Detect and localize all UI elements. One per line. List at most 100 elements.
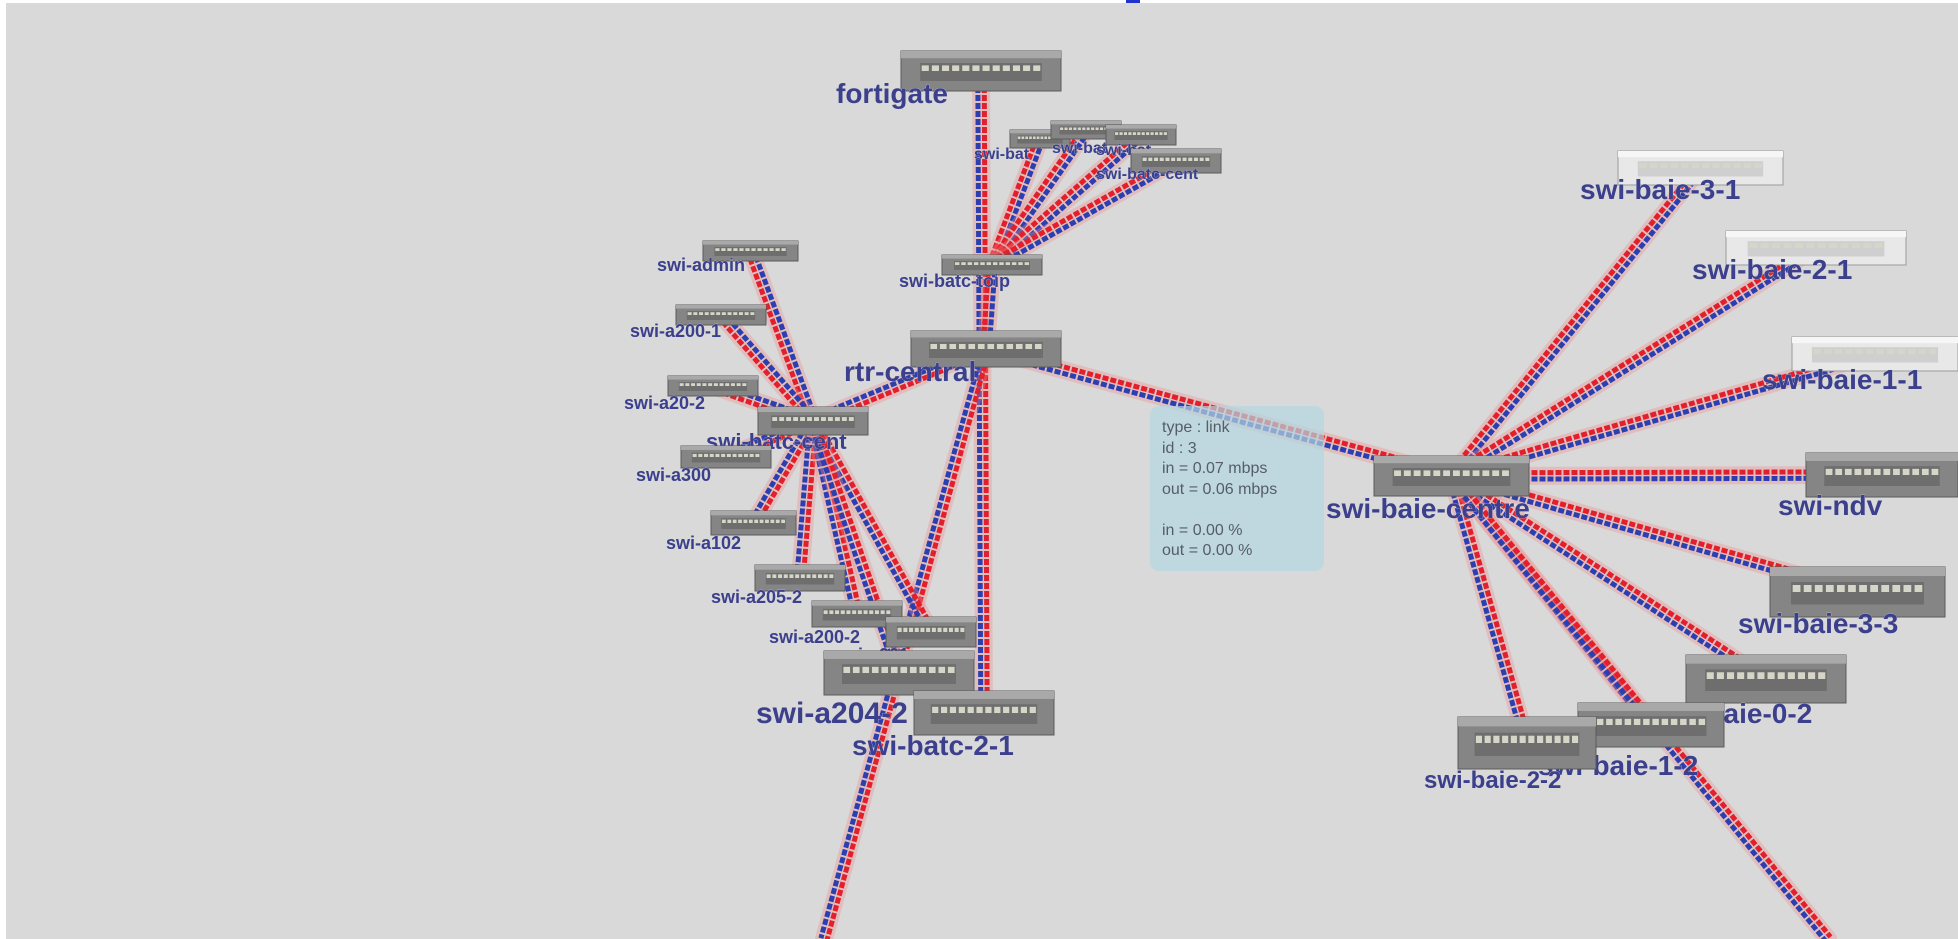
link-glow — [744, 412, 822, 532]
switch-port — [1572, 735, 1579, 743]
switch-port — [1855, 349, 1863, 354]
switch-port — [685, 383, 690, 386]
switch-port — [1897, 349, 1905, 354]
switch-port — [932, 706, 939, 713]
switch-port — [1881, 585, 1890, 592]
switch-node-swi-baie-2-1[interactable]: swi-baie-2-1 — [1692, 230, 1907, 285]
switch-port-panel — [1059, 126, 1113, 135]
switch-port — [840, 610, 845, 614]
switch-port — [757, 248, 762, 251]
switch-port — [1829, 243, 1838, 248]
link-out-line — [1447, 164, 1700, 476]
switch-port — [1876, 349, 1884, 354]
switch-label: swi-batc-2-1 — [852, 730, 1014, 761]
switch-port — [725, 383, 730, 386]
switch-port — [1814, 585, 1823, 592]
link-in-line — [807, 421, 857, 616]
switch-port — [980, 262, 985, 265]
switch-node-swi-bat-1[interactable]: swi-bat — [974, 129, 1071, 163]
switch-top-face — [901, 51, 1061, 59]
switch-node-swi-ndv[interactable]: swi-ndv — [1778, 452, 1958, 521]
switch-port — [749, 453, 754, 457]
switch-node-rtr-central[interactable]: rtr-central — [844, 330, 1062, 387]
link-swi-baie-cent-swi-baie-2-2[interactable] — [1442, 467, 1536, 752]
switch-port — [698, 453, 703, 457]
switch-port — [693, 312, 698, 315]
switch-node-swi-baie-1-1[interactable]: swi-baie-1-1 — [1762, 336, 1958, 395]
link-swi-baie-cent-swi-baie-3-1[interactable] — [1442, 159, 1710, 485]
link-glow — [1442, 467, 1536, 752]
switch-node-swi-baie-2-2[interactable]: swi-baie-2-2 — [1424, 716, 1597, 794]
switch-port — [943, 627, 948, 632]
link-swi-batc-toip-swi-batc-cent[interactable] — [983, 152, 1185, 274]
switch-port — [1032, 136, 1036, 139]
switch-top-face — [1106, 125, 1176, 129]
switch-port — [1864, 468, 1871, 475]
switch-top-face — [1578, 703, 1724, 711]
switch-node-swi-batc-toip[interactable]: swi-batc-toip — [899, 254, 1043, 291]
switch-node-swi-a205-2[interactable]: swi-a205-2 — [711, 564, 846, 607]
switch-node-swi-a102[interactable]: swi-a102 — [666, 510, 797, 553]
link-swi-baie-cent-swi-baie-0-2[interactable] — [1442, 467, 1775, 688]
switch-port — [765, 519, 769, 523]
switch-port — [721, 312, 726, 315]
link-swi-baie-cent-swi-baie-2-1[interactable] — [1442, 239, 1825, 485]
switch-port — [1873, 468, 1881, 475]
tooltip-out-percent: out = 0.00 % — [1162, 542, 1253, 559]
switch-port — [738, 453, 743, 457]
switch-port — [1835, 468, 1843, 475]
tooltip-id: id : 3 — [1162, 439, 1197, 457]
switch-label: swi-baie-3-3 — [1738, 608, 1898, 639]
link-swi-batc-cent2-swi-a200-1[interactable] — [712, 306, 822, 430]
switch-node-swi-baie-3-1[interactable]: swi-baie-3-1 — [1580, 150, 1784, 205]
switch-port — [1931, 468, 1939, 475]
switch-node-swi-batc-2-1[interactable]: swi-batc-2-1 — [852, 690, 1055, 761]
switch-port — [1012, 65, 1021, 71]
switch-port — [1698, 718, 1706, 725]
switch-node-swi-a300[interactable]: swi-a300 — [636, 445, 772, 485]
switch-port-panel — [771, 415, 855, 428]
switch-port — [1845, 349, 1853, 354]
switch-port — [1115, 132, 1119, 135]
switch-node-swi-a20-2[interactable]: swi-a20-2 — [624, 375, 759, 413]
switch-port — [1767, 672, 1775, 679]
switch-port — [1716, 672, 1724, 679]
switch-port — [1825, 468, 1833, 475]
switch-port — [786, 417, 792, 421]
switch-node-swi-a204-2[interactable]: swi-a204-2 — [756, 650, 975, 730]
switch-node-swi-batc-cent[interactable]: swi-batc-cent — [1096, 148, 1222, 183]
switch-node-swi-bat-3[interactable]: swi-bat — [1096, 124, 1177, 159]
switch-port — [696, 383, 701, 386]
switch-node-fortigate[interactable]: fortigate — [836, 50, 1062, 109]
switch-port — [1011, 706, 1019, 713]
switch-node-swi-admin[interactable]: swi-admin — [657, 240, 799, 275]
switch-port — [772, 417, 778, 421]
switch-port — [1163, 132, 1167, 135]
link-swi-batc-cent2-swi-admin[interactable] — [741, 242, 822, 430]
switch-port — [1737, 672, 1745, 679]
switch-port — [1077, 127, 1081, 130]
switch-port — [1443, 470, 1451, 476]
switch-port — [1029, 706, 1036, 713]
switch-node-swi-a200-1[interactable]: swi-a200-1 — [630, 304, 767, 341]
switch-port — [1482, 470, 1490, 476]
switch-node-swi-baie-3-3[interactable]: swi-baie-3-3 — [1738, 566, 1946, 639]
switch-port — [1649, 163, 1658, 168]
switch-port-panel — [686, 311, 756, 320]
switch-port — [750, 312, 755, 315]
switch-node-swi-batc-cent2[interactable]: swi-batc-cent — [706, 406, 869, 454]
switch-node-swi-bat-2[interactable]: swi-bat — [1050, 120, 1122, 157]
switch-port — [1159, 157, 1164, 161]
switch-port — [1091, 127, 1095, 130]
switch-label: swi-bat — [1052, 140, 1108, 157]
switch-port — [1154, 157, 1159, 161]
switch-port — [1912, 468, 1920, 475]
switch-node-swi-baie-cent[interactable]: swi-baie-centre — [1326, 455, 1530, 524]
switch-port — [874, 610, 879, 614]
switch-port — [743, 519, 748, 523]
switch-port — [1006, 343, 1014, 349]
switch-port — [1851, 243, 1860, 248]
switch-port — [775, 519, 780, 523]
